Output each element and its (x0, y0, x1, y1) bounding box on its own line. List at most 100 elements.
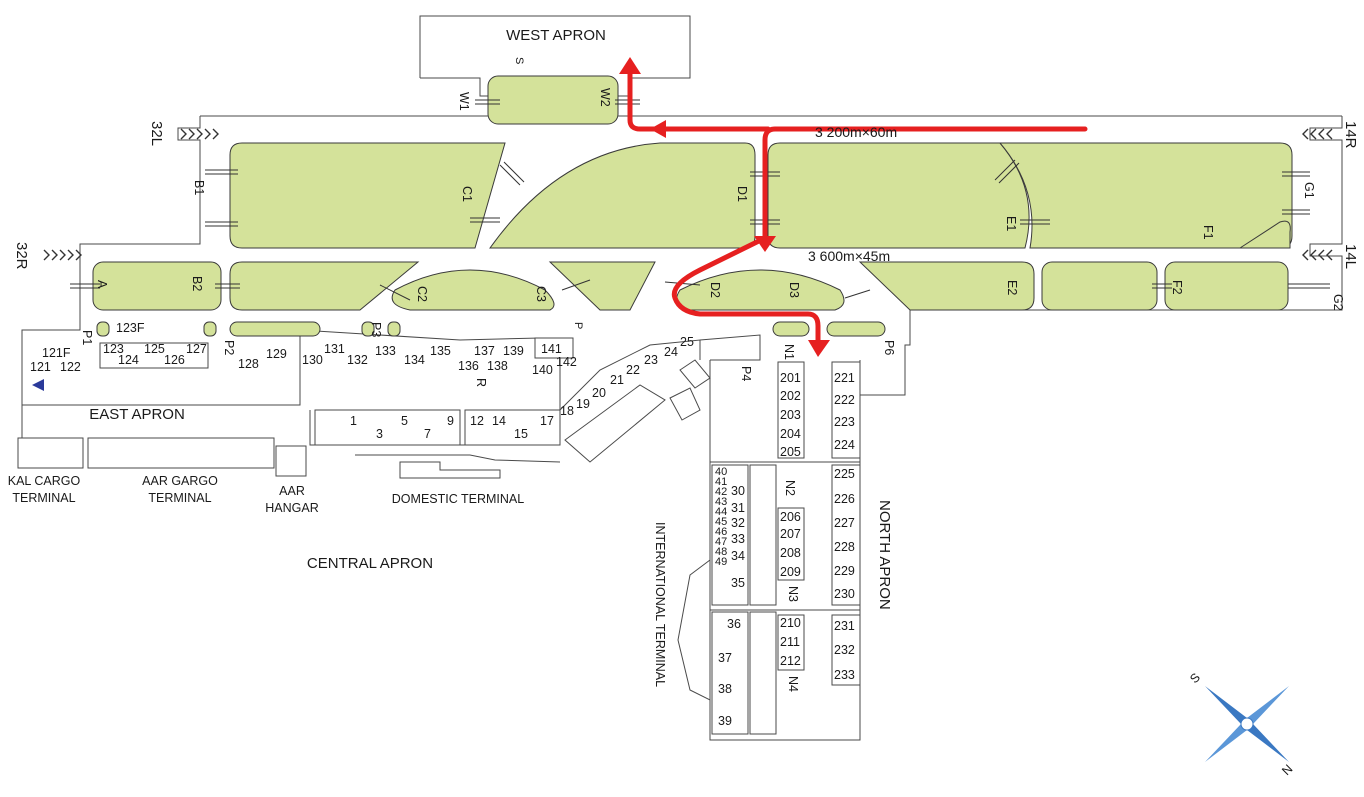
label-stands-north3-0: 231 (834, 619, 855, 633)
label-stands-domestic-3: 7 (424, 427, 431, 441)
label-taxiways-F2: F2 (1170, 280, 1184, 295)
label-stands-intl_left-2: 42 (715, 486, 727, 498)
label-stands-n1-3: 204 (780, 427, 801, 441)
grass-areas (92, 75, 1293, 337)
domestic-terminal-label: DOMESTIC TERMINAL (392, 492, 524, 506)
label-stands-north2-3: 228 (834, 540, 855, 554)
label-stands-intl_mid-2: 32 (731, 516, 745, 530)
label-stands-intl_upper-7: 25 (680, 335, 694, 349)
label-taxiways-P2: P2 (222, 340, 236, 355)
label-stands-domestic-7: 15 (514, 427, 528, 441)
label-taxiways-S: S (513, 57, 525, 64)
label-stands-n3-2: 212 (780, 654, 801, 668)
label-stands-intl_upper-1: 19 (576, 397, 590, 411)
label-stands-domestic-2: 5 (401, 414, 408, 428)
label-stands-north2-4: 229 (834, 564, 855, 578)
label-stands-intl_upper-0: 18 (560, 404, 574, 418)
label-stands-n2-3: 209 (780, 565, 801, 579)
label-stands-domestic-4: 9 (447, 414, 454, 428)
label-stands-north2-0: 225 (834, 467, 855, 481)
label-stands-central_upper-2: 132 (347, 353, 368, 367)
label-stands-east-7: 121 (30, 360, 51, 374)
east-apron-label: EAST APRON (89, 406, 185, 423)
label-taxiways-D1: D1 (735, 186, 749, 202)
label-taxiways-G1: G1 (1302, 182, 1316, 199)
aar-hangar-label-1: AAR (279, 484, 305, 498)
label-stands-central_upper-5: 135 (430, 344, 451, 358)
label-taxiways-C1: C1 (460, 186, 474, 202)
label-stands-east-10: 129 (266, 347, 287, 361)
label-taxiways-N4: N4 (786, 676, 800, 692)
runway-north-dims: 3 200m×60m (815, 124, 897, 140)
compass-n: N (1279, 762, 1295, 778)
runway-14L: 14L (1342, 244, 1359, 269)
hold-markings (70, 99, 1330, 301)
stand-numbers: 123F 123 124 125 126 127 121F 121 122 12… (30, 321, 855, 728)
label-stands-north2-5: 230 (834, 587, 855, 601)
label-stands-central_upper-1: 131 (324, 342, 345, 356)
label-stands-intl_low-1: 37 (718, 651, 732, 665)
label-stands-n1-1: 202 (780, 389, 801, 403)
label-stands-central_upper-8: 138 (487, 359, 508, 373)
label-stands-intl_left-6: 46 (715, 526, 727, 538)
label-stands-domestic-6: 14 (492, 414, 506, 428)
label-taxiways-F1: F1 (1201, 225, 1215, 240)
taxiway-labels: W1 W2 S B1 C1 D1 E1 F1 G1 A B2 C2 C3 D2 … (80, 57, 1345, 692)
label-taxiways-D2: D2 (708, 282, 722, 298)
label-taxiways-P: P (572, 322, 584, 329)
label-stands-east-8: 122 (60, 360, 81, 374)
label-stands-n3-1: 211 (780, 635, 800, 649)
aar-hangar-label-2: HANGAR (265, 501, 318, 515)
label-taxiways-E2: E2 (1005, 280, 1019, 295)
label-stands-domestic-8: 17 (540, 414, 554, 428)
label-taxiways-P4: P4 (739, 366, 753, 381)
label-stands-intl_low-2: 38 (718, 682, 732, 696)
label-stands-north2-2: 227 (834, 516, 855, 530)
label-taxiways-P6: P6 (882, 340, 896, 355)
label-stands-central_upper-11: 141 (541, 342, 562, 356)
aar-cargo-label-2: TERMINAL (148, 491, 211, 505)
runway-labels: 32L 14R 32R 14L 3 200m×60m 3 600m×45m (13, 121, 1359, 270)
label-stands-central_upper-3: 133 (375, 344, 396, 358)
label-stands-intl_left-5: 45 (715, 516, 727, 528)
label-stands-central_upper-6: 136 (458, 359, 479, 373)
label-taxiways-N3: N3 (786, 586, 800, 602)
label-stands-intl_left-8: 48 (715, 546, 727, 558)
kal-cargo-label-1: KAL CARGO (8, 474, 81, 488)
label-taxiways-W1: W1 (457, 92, 471, 111)
label-stands-east-4: 126 (164, 353, 185, 367)
runway-south-dims: 3 600m×45m (808, 248, 890, 264)
label-stands-east-5: 127 (186, 342, 207, 356)
label-stands-central_upper-7: 137 (474, 344, 495, 358)
label-stands-north1-3: 224 (834, 438, 855, 452)
label-stands-intl_mid-0: 30 (731, 484, 745, 498)
label-stands-intl_left-7: 47 (715, 536, 727, 548)
label-stands-central_upper-4: 134 (404, 353, 425, 367)
runway-32L: 32L (148, 121, 165, 146)
taxi-route (619, 57, 1088, 357)
runway-32R: 32R (13, 242, 30, 270)
label-stands-n1-4: 205 (780, 445, 801, 459)
position-marker-icon (32, 379, 44, 391)
aar-cargo-label-1: AAR GARGO (142, 474, 218, 488)
runway-chevrons (43, 128, 1333, 261)
label-stands-domestic-0: 1 (350, 414, 357, 428)
label-taxiways-C2: C2 (415, 286, 429, 302)
label-stands-intl_upper-2: 20 (592, 386, 606, 400)
label-stands-intl_left-1: 41 (715, 476, 727, 488)
label-stands-central_upper-10: 140 (532, 363, 553, 377)
central-apron-label: CENTRAL APRON (307, 555, 433, 572)
label-stands-domestic-5: 12 (470, 414, 484, 428)
label-stands-east-6: 121F (42, 346, 71, 360)
label-stands-intl_low-0: 36 (727, 617, 741, 631)
label-taxiways-D3: D3 (787, 282, 801, 298)
label-stands-n2-1: 207 (780, 527, 801, 541)
label-stands-east-0: 123F (116, 321, 145, 335)
label-taxiways-P3: P3 (369, 322, 383, 337)
compass-icon: S N (1187, 670, 1295, 778)
label-taxiways-N1: N1 (782, 344, 796, 360)
label-stands-intl_mid-5: 35 (731, 576, 745, 590)
compass-s: S (1187, 670, 1203, 686)
stand-boxes (17, 337, 861, 735)
